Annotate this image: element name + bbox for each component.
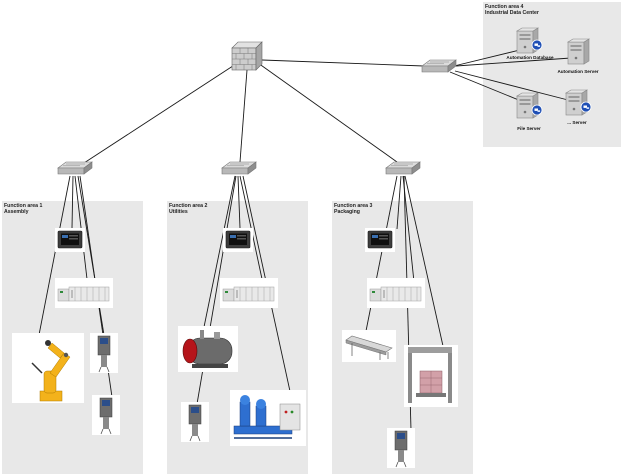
server-label-file-server: File Server bbox=[517, 126, 541, 131]
area-2-hmi-panel-icon[interactable] bbox=[223, 228, 253, 252]
area-2-subtitle: Utilities bbox=[169, 209, 188, 215]
conveyor-icon[interactable] bbox=[342, 330, 396, 362]
server-label-automation-database: Automation Database bbox=[506, 55, 554, 60]
area-4-subtitle: Industrial Data Center bbox=[485, 10, 539, 16]
server-badge-icon bbox=[532, 105, 542, 115]
area-1-plc-rack-icon[interactable] bbox=[55, 278, 113, 308]
area-3-plc-rack-icon[interactable] bbox=[367, 278, 425, 308]
palletizer-icon[interactable] bbox=[404, 345, 458, 407]
area-1-hmi-panel-icon[interactable] bbox=[55, 228, 85, 252]
area-1-servo-drive-icon-2[interactable] bbox=[92, 395, 120, 435]
server-badge-icon bbox=[581, 102, 591, 112]
server-label-automation-server: Automation Server bbox=[557, 69, 598, 74]
function-area-4-box bbox=[483, 2, 621, 147]
area-3-hmi-panel-icon[interactable] bbox=[365, 228, 395, 252]
industrial-robot-icon[interactable] bbox=[12, 333, 84, 403]
boiler-icon[interactable] bbox=[178, 326, 238, 372]
area-2-switch-icon[interactable] bbox=[222, 162, 256, 174]
server-file-server[interactable] bbox=[517, 93, 542, 118]
area-3-subtitle: Packaging bbox=[334, 209, 360, 215]
server-label-other: ... Server bbox=[567, 120, 587, 125]
server-icon bbox=[568, 39, 589, 64]
pump-station-icon[interactable] bbox=[230, 390, 306, 446]
area-3-servo-drive-icon[interactable] bbox=[387, 428, 415, 468]
server-badge-icon bbox=[532, 40, 542, 50]
server-automation-database[interactable] bbox=[517, 28, 542, 53]
area-3-switch-icon[interactable] bbox=[386, 162, 420, 174]
firewall-icon[interactable] bbox=[232, 42, 262, 70]
area-2-plc-rack-icon[interactable] bbox=[220, 278, 278, 308]
server-other[interactable] bbox=[566, 90, 591, 115]
area-1-servo-drive-icon[interactable] bbox=[90, 333, 118, 373]
area-2-servo-drive-icon[interactable] bbox=[181, 402, 209, 442]
area-1-switch-icon[interactable] bbox=[58, 162, 92, 174]
server-automation-server[interactable] bbox=[568, 39, 589, 64]
area-1-subtitle: Assembly bbox=[4, 209, 29, 215]
core-switch-datacenter-icon[interactable] bbox=[422, 60, 456, 72]
